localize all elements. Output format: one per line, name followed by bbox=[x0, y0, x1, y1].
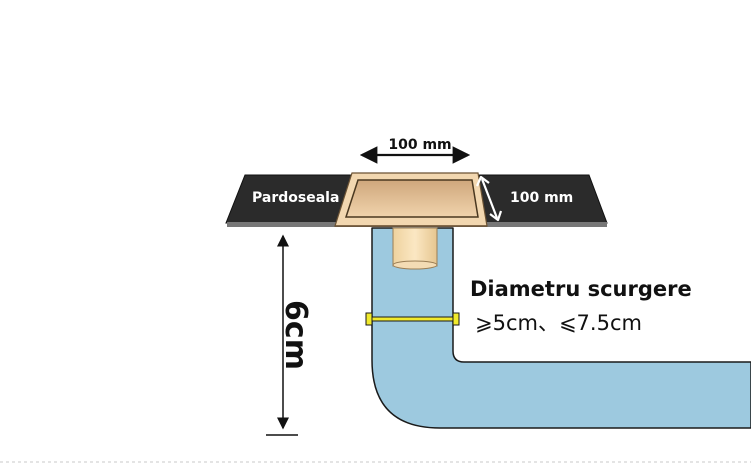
width-label: 100 mm bbox=[388, 137, 451, 153]
floor-label: Pardoseala bbox=[252, 190, 339, 206]
depth-dimension-arrow bbox=[480, 178, 499, 219]
diameter-range: ⩾5cm、⩽7.5cm bbox=[475, 311, 642, 335]
height-dimension bbox=[266, 234, 298, 436]
height-label: 6cm bbox=[278, 300, 313, 370]
diameter-title: Diametru scurgere bbox=[470, 277, 692, 301]
pipe-clamp bbox=[365, 312, 460, 326]
drain-body bbox=[392, 227, 438, 270]
drain-pipe bbox=[371, 227, 751, 429]
depth-label: 100 mm bbox=[510, 190, 573, 206]
square-drain bbox=[334, 172, 488, 227]
